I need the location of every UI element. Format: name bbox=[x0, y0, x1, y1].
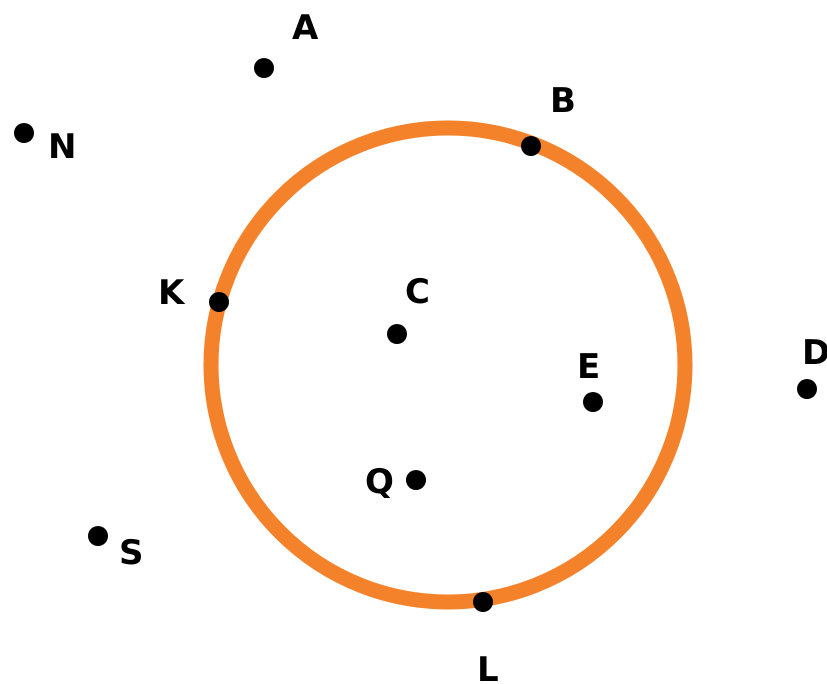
point-a-dot bbox=[254, 58, 274, 78]
point-c-dot bbox=[387, 324, 407, 344]
point-e-label: E bbox=[577, 347, 600, 387]
point-d-dot bbox=[797, 379, 817, 399]
point-k-label: K bbox=[158, 273, 186, 313]
point-s-dot bbox=[88, 526, 108, 546]
point-q-dot bbox=[406, 470, 426, 490]
point-c-label: C bbox=[405, 272, 430, 312]
point-s-label: S bbox=[119, 533, 144, 573]
point-l-dot bbox=[473, 592, 493, 612]
point-n-label: N bbox=[48, 127, 76, 167]
point-l-label: L bbox=[477, 650, 499, 684]
point-a-label: A bbox=[292, 8, 319, 48]
point-n-dot bbox=[14, 123, 34, 143]
point-q-label: Q bbox=[365, 462, 394, 502]
point-b-dot bbox=[521, 136, 541, 156]
point-e-dot bbox=[583, 392, 603, 412]
circle-outline bbox=[203, 120, 693, 610]
point-b-label: B bbox=[550, 81, 576, 121]
point-d-label: D bbox=[802, 333, 827, 373]
point-k-dot bbox=[209, 292, 229, 312]
